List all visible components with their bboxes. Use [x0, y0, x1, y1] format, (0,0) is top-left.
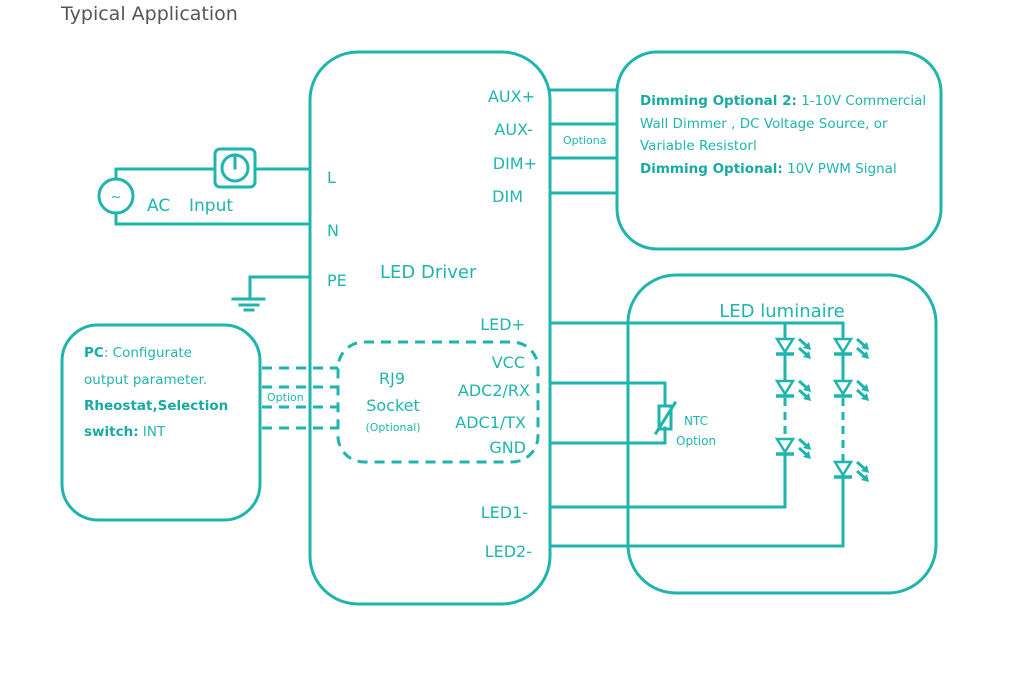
pin-adc1-tx: ADC1/TX	[455, 413, 526, 432]
ac-source-symbol: ~	[111, 190, 122, 205]
power-switch-icon	[213, 147, 257, 189]
led-diode-icon	[774, 437, 811, 459]
light-emission-arrow-icon	[856, 379, 869, 392]
dimming-option-heading: Dimming Optional:	[640, 161, 783, 177]
light-emission-arrow-icon	[798, 388, 811, 401]
pin-led1-minus: LED1-	[481, 503, 528, 522]
led-driver-box	[308, 50, 552, 606]
pc-line-1: PC: Configurate	[84, 345, 192, 361]
led-string-2	[832, 337, 869, 482]
ntc-option-label: Option	[676, 434, 716, 448]
wire-gnd-to-ntc	[548, 426, 667, 445]
ac-label: AC	[147, 196, 170, 216]
pin-n: N	[327, 221, 339, 240]
light-emission-arrow-icon	[798, 379, 811, 392]
light-emission-arrow-icon	[856, 460, 869, 473]
switch-heading: switch:	[84, 424, 139, 440]
led-luminaire-box	[626, 273, 938, 595]
wire-pe-to-ground	[248, 275, 312, 300]
pin-led-plus: LED+	[480, 315, 525, 334]
pc-heading: PC	[84, 345, 104, 361]
dimming-line-2: Wall Dimmer , DC Voltage Source, or	[640, 116, 888, 132]
dimming-option-text: 10V PWM Signal	[783, 161, 897, 177]
light-emission-arrow-icon	[798, 437, 811, 450]
pc-line-3: Rheostat,Selection	[84, 398, 228, 414]
dimming-box	[615, 50, 943, 251]
pin-adc2-rx: ADC2/RX	[458, 381, 530, 400]
wire-led1-minus	[548, 453, 787, 509]
wire-led2-minus	[548, 478, 845, 548]
led-string-1	[774, 337, 811, 459]
pin-dim: DIM	[492, 187, 523, 206]
pc-link-label: Option	[267, 391, 304, 404]
light-emission-arrow-icon	[798, 346, 811, 359]
led-strings	[774, 337, 869, 482]
light-emission-arrow-icon	[856, 388, 869, 401]
ntc-thermistor-icon	[653, 400, 678, 436]
page-title: Typical Application	[60, 3, 238, 25]
light-emission-arrow-icon	[798, 446, 811, 459]
dimming-option2-text: 1-10V Commercial	[797, 93, 926, 109]
pin-aux-plus: AUX+	[488, 87, 535, 106]
rj9-label: RJ9	[379, 369, 405, 388]
rj9-optional-label: (Optional)	[365, 421, 420, 434]
pc-text: : Configurate	[104, 345, 192, 361]
pin-led2-minus: LED2-	[485, 542, 532, 561]
pin-vcc: VCC	[492, 353, 525, 372]
pin-dim-plus: DIM+	[493, 154, 537, 173]
pin-pe: PE	[327, 271, 347, 290]
light-emission-arrow-icon	[856, 346, 869, 359]
dimming-line-1: Dimming Optional 2: 1-10V Commercial	[640, 93, 926, 109]
led-diode-icon	[774, 379, 811, 401]
light-emission-arrow-icon	[856, 469, 869, 482]
wire-ac-to-n	[114, 211, 312, 226]
input-label: Input	[189, 196, 233, 216]
ntc-label: NTC	[684, 414, 708, 428]
pc-line-4: switch: INT	[84, 424, 166, 440]
dimming-link-label: Optiona	[563, 134, 606, 147]
rj9-socket-box	[336, 340, 540, 464]
led-diode-icon	[832, 460, 869, 482]
light-emission-arrow-icon	[856, 337, 869, 350]
dimming-line-4: Dimming Optional: 10V PWM Signal	[640, 161, 897, 177]
pin-l: L	[327, 168, 336, 187]
switch-text: INT	[139, 424, 166, 440]
led-driver-title: LED Driver	[380, 262, 477, 283]
pin-gnd: GND	[489, 438, 526, 457]
ground-icon	[231, 297, 266, 312]
led-luminaire-title: LED luminaire	[719, 301, 844, 322]
dimming-line-3: Variable Resistorl	[640, 138, 757, 154]
light-emission-arrow-icon	[798, 337, 811, 350]
pc-box	[60, 323, 262, 522]
led-diode-icon	[774, 337, 811, 359]
dimming-option2-heading: Dimming Optional 2:	[640, 93, 797, 109]
wire-ac-to-switch	[114, 167, 216, 181]
led-diode-icon	[832, 379, 869, 401]
pc-line-2: output parameter.	[84, 372, 207, 388]
led-diode-icon	[832, 337, 869, 359]
pin-aux-minus: AUX-	[494, 120, 533, 139]
rj9-socket-label: Socket	[366, 396, 420, 415]
wire-adc2-to-ntc	[548, 381, 667, 408]
